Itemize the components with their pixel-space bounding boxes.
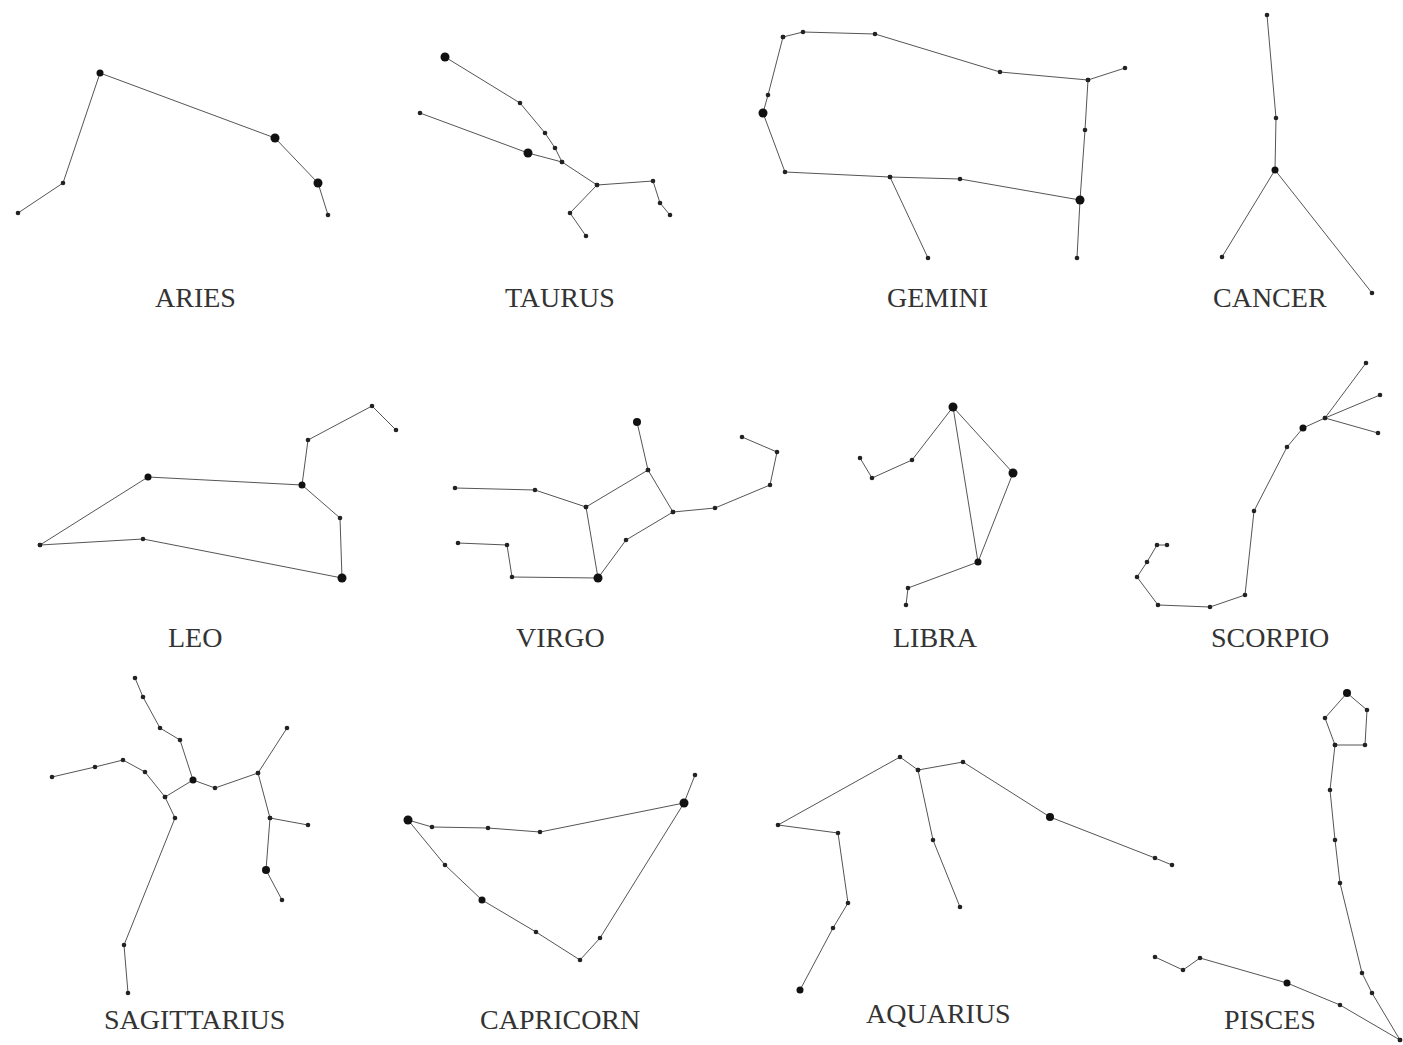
constellation-name: SCORPIO (1208, 623, 1332, 654)
constellation-name: VIRGO (513, 623, 608, 654)
sagittarius-lines (165, 728, 287, 797)
gemini-lines (783, 32, 1125, 80)
taurus-lines (420, 113, 670, 215)
constellation-name: CAPRICORN (477, 1005, 643, 1036)
scorpio-lines (1325, 363, 1380, 418)
aquarius-lines (778, 757, 1172, 990)
aries-lines (18, 73, 328, 215)
sagittarius-lines (258, 773, 308, 825)
libra-lines (860, 407, 1013, 562)
cancer-lines (1275, 170, 1372, 293)
bright-stars (97, 53, 1352, 994)
sagittarius-lines (266, 818, 282, 900)
libra-lines (906, 562, 978, 605)
gemini-lines (890, 177, 928, 258)
gemini-lines (1077, 200, 1080, 258)
pisces-lines (1330, 745, 1400, 1040)
constellation-name: SAGITTARIUS (101, 1005, 288, 1036)
scorpio-lines (1137, 418, 1378, 607)
sagittarius-lines (52, 760, 175, 993)
leo-lines (40, 485, 342, 578)
taurus-lines (445, 57, 562, 162)
sagittarius-lines (135, 678, 193, 780)
aquarius-lines (918, 770, 960, 907)
constellation-name: GEMINI (884, 283, 991, 314)
constellation-name: CANCER (1210, 283, 1330, 314)
virgo-lines (598, 512, 673, 578)
capricorn-lines (408, 775, 695, 832)
constellation-name: TAURUS (502, 283, 618, 314)
virgo-lines (455, 422, 648, 507)
taurus-lines (570, 185, 597, 236)
constellation-name: AQUARIUS (863, 999, 1014, 1030)
constellation-name: LIBRA (890, 623, 980, 654)
gemini-lines (763, 37, 1088, 200)
pisces-lines (1325, 693, 1367, 745)
pisces-lines (1155, 957, 1400, 1040)
capricorn-lines (408, 803, 684, 960)
virgo-lines (648, 437, 777, 512)
constellation-name: ARIES (152, 283, 239, 314)
constellation-name: PISCES (1221, 1005, 1319, 1036)
constellation-name: LEO (165, 623, 225, 654)
virgo-lines (458, 507, 598, 578)
cancer-lines (1222, 15, 1276, 257)
leo-lines (40, 406, 396, 545)
